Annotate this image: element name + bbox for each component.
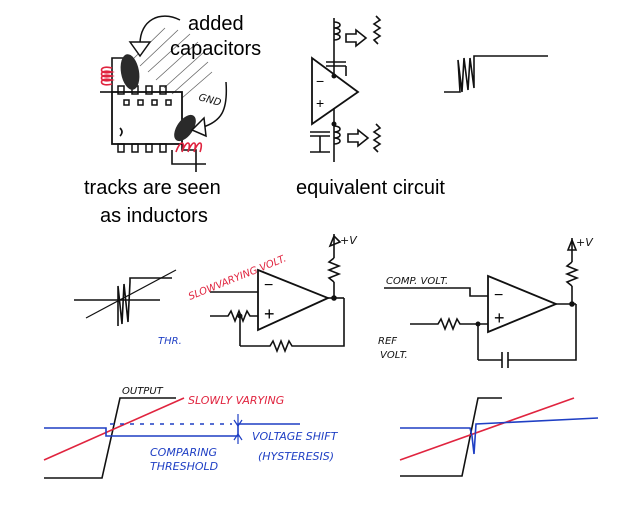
callout-line1: added bbox=[188, 13, 244, 35]
hatched-area bbox=[131, 27, 213, 99]
input-node bbox=[475, 321, 481, 327]
hysteresis-plot-right bbox=[399, 397, 599, 477]
callout-line2: capacitors bbox=[170, 38, 261, 60]
caption-line1: tracks are seen bbox=[84, 177, 221, 199]
hysteresis-plot-left bbox=[43, 397, 300, 479]
input-node bbox=[237, 313, 243, 319]
comparator-right bbox=[384, 237, 580, 368]
comp-volt-label: COMP. VOLT. bbox=[386, 276, 448, 287]
caption-line2: as inductors bbox=[100, 205, 208, 227]
inductor-coil-red bbox=[100, 66, 203, 153]
threshold-line bbox=[400, 417, 599, 455]
slowly-varying-label: SLOWLY VARYING bbox=[188, 394, 284, 407]
callout-arrows bbox=[128, 15, 228, 138]
supply-label-left: +V bbox=[340, 234, 358, 247]
slowly-varying-line bbox=[399, 397, 575, 461]
output-waveform bbox=[400, 397, 502, 477]
op-amp-triangle bbox=[311, 56, 360, 126]
shift-line1: VOLTAGE SHIFT bbox=[252, 430, 339, 443]
gnd-label: GND bbox=[197, 92, 222, 109]
slowly-varying-line bbox=[43, 397, 185, 461]
ringing-waveform bbox=[444, 55, 548, 93]
ref-label-line1: REF bbox=[378, 336, 397, 347]
output-node bbox=[569, 301, 575, 307]
threshold-line bbox=[44, 423, 300, 437]
op-amp-plus: + bbox=[316, 95, 324, 111]
op-amp-minus: − bbox=[494, 287, 503, 304]
ic-pins bbox=[117, 85, 172, 153]
threshold-label: THR. bbox=[158, 336, 182, 347]
op-amp-triangle bbox=[487, 274, 559, 334]
op-amp-triangle bbox=[257, 268, 331, 332]
comparator-left bbox=[74, 234, 345, 354]
op-amp-plus: + bbox=[264, 304, 275, 324]
comparing-line1: COMPARING bbox=[150, 446, 217, 459]
output-node bbox=[331, 295, 337, 301]
shift-line2: (HYSTERESIS) bbox=[258, 450, 334, 463]
node-dot bbox=[331, 73, 337, 79]
capacitor-blob bbox=[120, 54, 196, 142]
output-label: OUTPUT bbox=[122, 386, 164, 397]
comparing-line2: THRESHOLD bbox=[150, 460, 218, 473]
supply-label-right: +V bbox=[576, 236, 594, 249]
op-amp-minus: − bbox=[316, 73, 324, 89]
equivalent-circuit bbox=[310, 15, 382, 162]
op-amp-minus: − bbox=[264, 277, 273, 294]
output-waveform bbox=[44, 397, 176, 479]
op-amp-plus: + bbox=[494, 308, 505, 328]
equivalent-caption: equivalent circuit bbox=[296, 177, 445, 199]
node-dot bbox=[331, 121, 337, 127]
ref-label-line2: VOLT. bbox=[380, 350, 408, 361]
